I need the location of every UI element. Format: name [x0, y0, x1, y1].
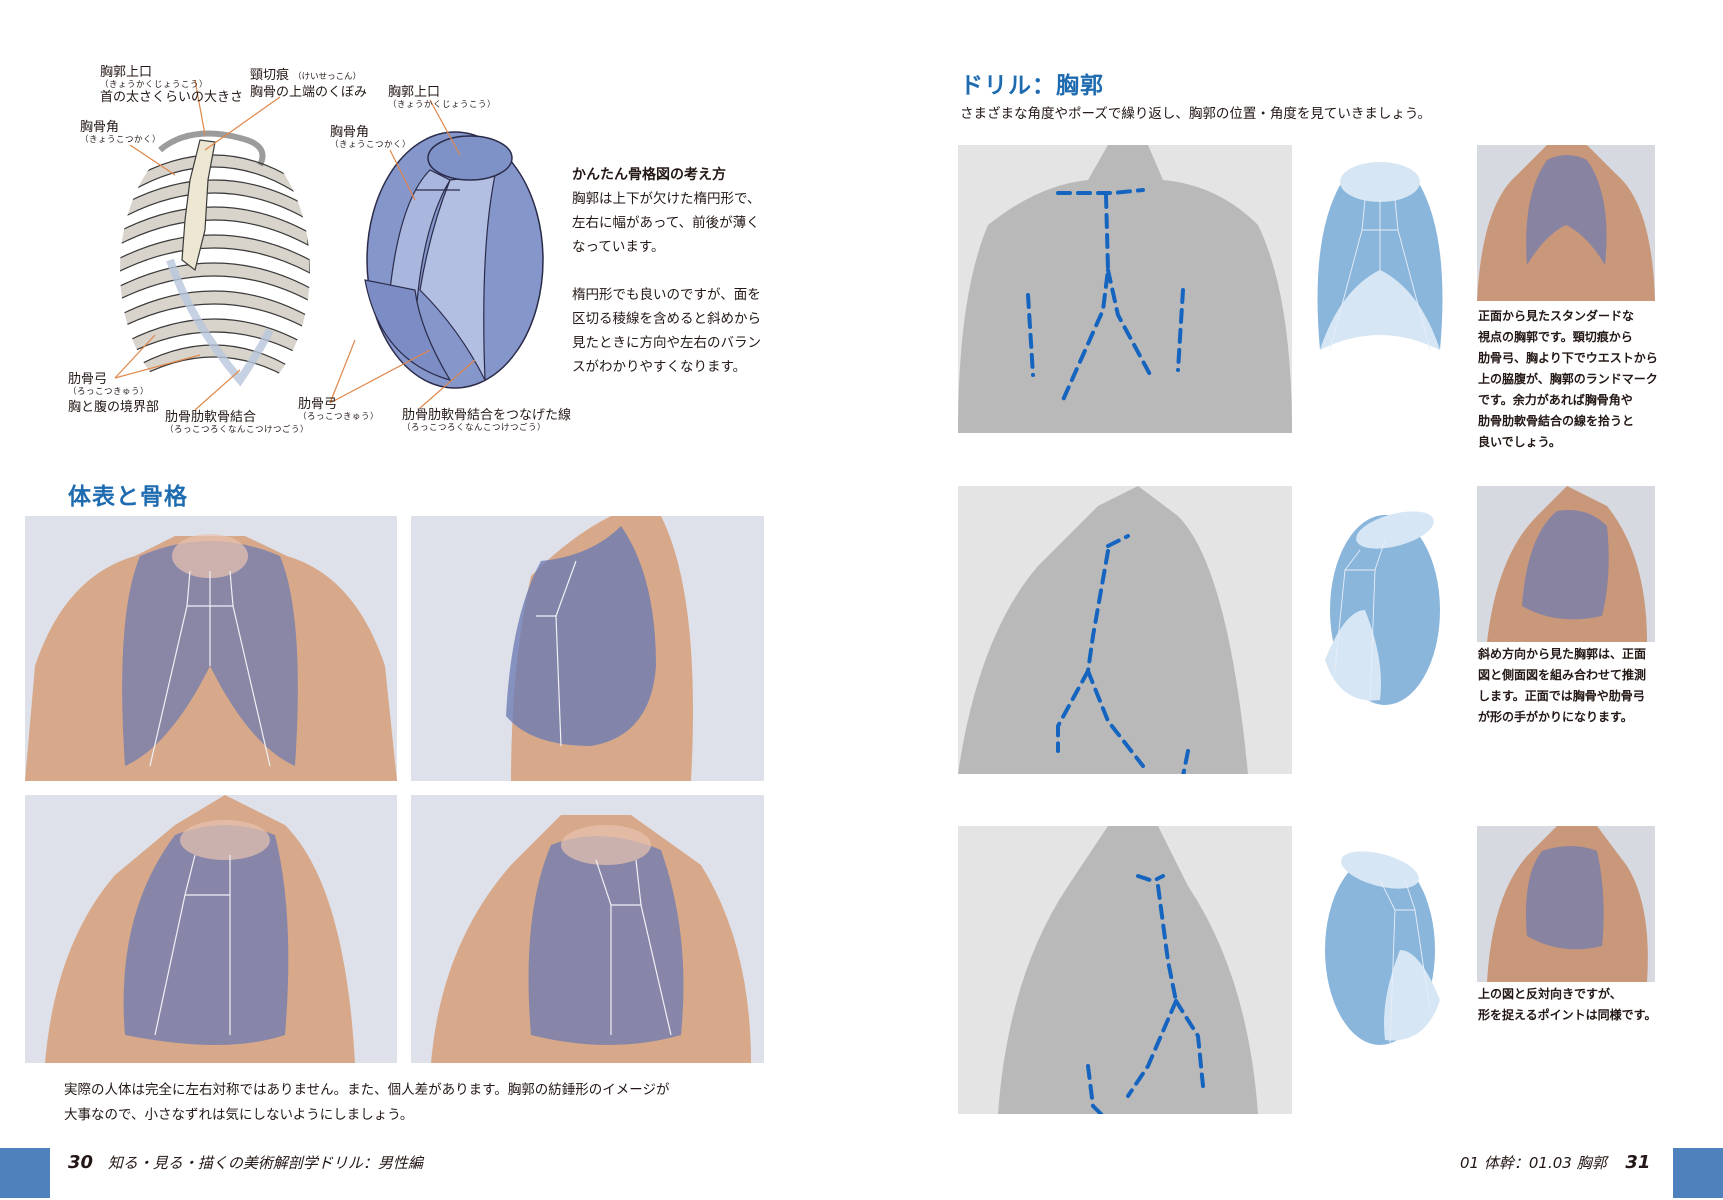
- label-reading: （けいせっこん）: [293, 72, 362, 82]
- photo-oblique-left-overlay: [411, 795, 764, 1063]
- drill-diagram-oblique-left: [1320, 850, 1450, 1050]
- label-reading: （ろっこつろくなんこつけつごう）: [165, 425, 310, 435]
- label-simple-costochondral-line: 肋骨肋軟骨結合をつなげた線 （ろっこつろくなんこつけつごう）: [402, 408, 571, 433]
- section-title-body-skeleton: 体表と骨格: [68, 484, 188, 510]
- chapter-title: 01 体幹：01.03 胸郭: [1460, 1154, 1607, 1172]
- book-title: 知る・見る・描くの美術解剖学ドリル：男性編: [107, 1154, 423, 1172]
- label-term: 胸郭上口: [100, 65, 153, 80]
- label-costochondral-joint: 肋骨肋軟骨結合 （ろっこつろくなんこつけつごう）: [165, 410, 309, 435]
- footer-right: 01 体幹：01.03 胸郭 31: [1460, 1152, 1650, 1173]
- label-reading: （ろっこつきゅう）: [68, 387, 150, 397]
- drill-diagram-front: [1310, 160, 1450, 360]
- label-term: 胸郭上口: [388, 85, 441, 100]
- label-reading: （きょうかくじょうこう）: [100, 80, 209, 90]
- explanation-paragraph: 胸郭は上下が欠けた楕円形で、 左右に幅があって、前後が薄く なっています。: [572, 191, 761, 255]
- label-term: 肋骨弓: [298, 397, 338, 412]
- label-term: 胸骨角: [80, 120, 120, 135]
- label-reading: （きょうこつかく）: [80, 135, 162, 145]
- bottom-note: 実際の人体は完全に左右対称ではありません。また、個人差があります。胸郭の紡錘形の…: [64, 1082, 670, 1123]
- label-term: 頸切痕: [250, 68, 290, 83]
- drill-caption-oblique-right: 斜め方向から見た胸郭は、正面 図と側面図を組み合わせて推測 します。正面では胸骨…: [1478, 647, 1647, 724]
- footer-block-left: [0, 1148, 50, 1198]
- drill-photo-front-overlay: [1477, 145, 1655, 301]
- label-term: 肋骨肋軟骨結合をつなげた線: [402, 408, 572, 423]
- label-note: 胸と腹の境界部: [68, 400, 160, 415]
- section-title-drill: ドリル：胸郭: [960, 73, 1104, 99]
- label-jugular-notch: 頸切痕 （けいせっこん） 胸骨の上端のくぼみ: [250, 68, 367, 100]
- label-note: 首の太さくらいの大きさ: [100, 90, 244, 105]
- explanation-block: かんたん骨格図の考え方 胸郭は上下が欠けた楕円形で、 左右に幅があって、前後が薄…: [572, 163, 792, 379]
- page-number: 31: [1625, 1152, 1651, 1173]
- drill-caption-oblique-left: 上の図と反対向きですが、 形を捉えるポイントは同様です。: [1478, 987, 1657, 1022]
- photo-front-overlay: [25, 516, 397, 781]
- label-reading: （きょうかくじょうこう）: [388, 100, 497, 110]
- explanation-heading: かんたん骨格図の考え方: [572, 167, 726, 183]
- drill-caption-front: 正面から見たスタンダードな 視点の胸郭です。頸切痕から 肋骨弓、胸より下でウエス…: [1478, 309, 1658, 449]
- label-term: 胸骨角: [330, 125, 370, 140]
- label-sternal-angle: 胸骨角 （きょうこつかく）: [80, 120, 161, 145]
- label-term: 肋骨弓: [68, 372, 108, 387]
- drill-photo-front-bw[interactable]: [958, 145, 1292, 433]
- label-note: 胸骨の上端のくぼみ: [250, 85, 368, 100]
- ribcage-skeleton-illustration: [110, 120, 310, 410]
- label-costal-arch: 肋骨弓 （ろっこつきゅう） 胸と腹の境界部: [68, 372, 159, 415]
- simplified-ribcage-diagram: [360, 130, 545, 390]
- label-reading: （ろっこつきゅう）: [298, 412, 380, 422]
- label-simple-costal-arch: 肋骨弓 （ろっこつきゅう）: [298, 397, 379, 422]
- drill-diagram-oblique-right: [1315, 510, 1445, 710]
- page-number: 30: [68, 1152, 94, 1173]
- footer-block-right: [1673, 1148, 1723, 1198]
- label-term: 肋骨肋軟骨結合: [165, 410, 257, 425]
- drill-photo-oblique-left-overlay: [1477, 826, 1655, 982]
- photo-side-overlay: [411, 516, 764, 781]
- drill-photo-oblique-right-bw[interactable]: [958, 486, 1292, 774]
- drill-photo-oblique-left-bw[interactable]: [958, 826, 1292, 1114]
- label-simple-upper-aperture: 胸郭上口 （きょうかくじょうこう）: [388, 85, 496, 110]
- label-reading: （ろっこつろくなんこつけつごう）: [402, 423, 547, 433]
- drill-photo-oblique-right-overlay: [1477, 486, 1655, 642]
- label-simple-sternal-angle: 胸骨角 （きょうこつかく）: [330, 125, 411, 150]
- label-reading: （きょうこつかく）: [330, 140, 412, 150]
- label-upper-aperture: 胸郭上口 （きょうかくじょうこう） 首の太さくらいの大きさ: [100, 65, 243, 105]
- explanation-paragraph: 楕円形でも良いのですが、面を 区切る稜線を含めると斜めから 見たときに方向や左右…: [572, 287, 761, 375]
- photo-oblique-right-overlay: [25, 795, 397, 1063]
- drill-intro: さまざまな角度やポーズで繰り返し、胸郭の位置・角度を見ていきましょう。: [960, 106, 1432, 122]
- footer-left: 30 知る・見る・描くの美術解剖学ドリル：男性編: [68, 1152, 423, 1173]
